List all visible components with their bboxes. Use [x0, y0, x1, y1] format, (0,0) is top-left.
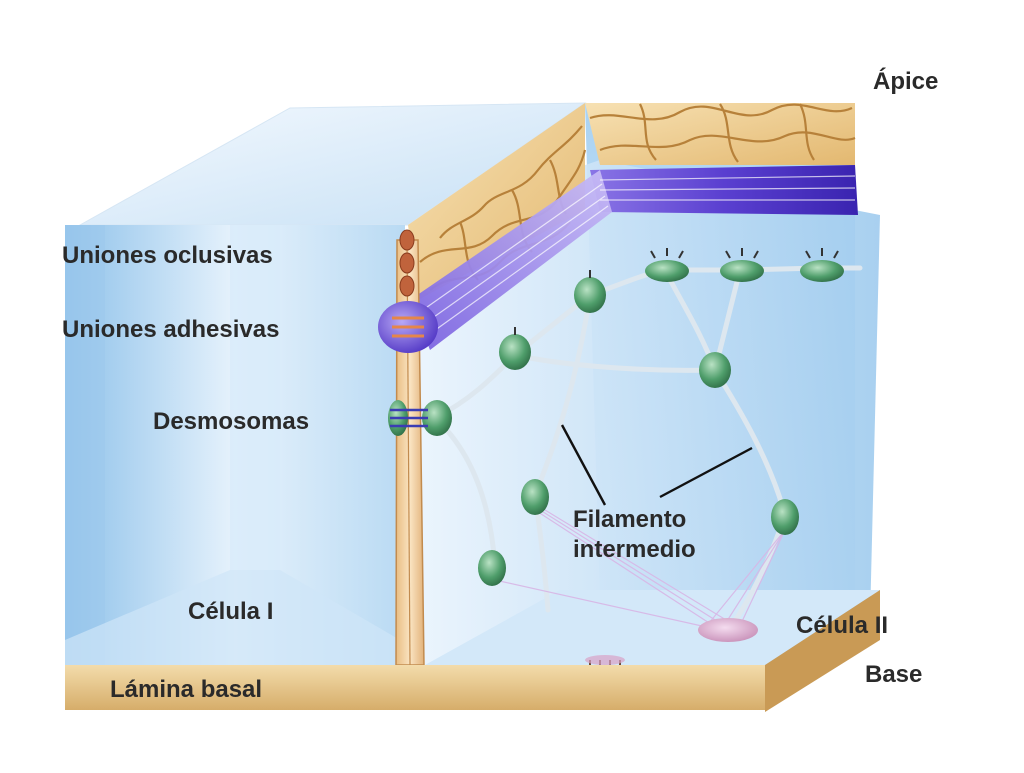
desmosomes-label: Desmosomas: [153, 408, 310, 435]
tight-junction-beads: [399, 229, 415, 297]
cell-one-block: [65, 102, 587, 665]
cell-two-label: Célula II: [796, 612, 889, 639]
base-label: Base: [865, 661, 923, 688]
intermediate-filament-label-line2: intermedio: [573, 536, 696, 563]
basal-lamina-label: Lámina basal: [110, 676, 263, 703]
filament-tufts: [494, 509, 786, 633]
adherens-junctions-label: Uniones adhesivas: [62, 316, 280, 343]
cell-one-label: Célula I: [188, 598, 274, 625]
adherens-junction: [378, 301, 438, 353]
desmosomes: [388, 248, 844, 586]
actin-belt: [410, 165, 858, 350]
tight-junctions-label: Uniones oclusivas: [62, 242, 273, 269]
basal-lamina: [65, 590, 880, 712]
apex-label: Ápice: [873, 68, 939, 95]
intermediate-filament-label: Filamento intermedio: [573, 505, 773, 565]
filament-pointer-lines: [560, 424, 753, 506]
intermediate-filament-label-line1: Filamento: [573, 506, 687, 533]
